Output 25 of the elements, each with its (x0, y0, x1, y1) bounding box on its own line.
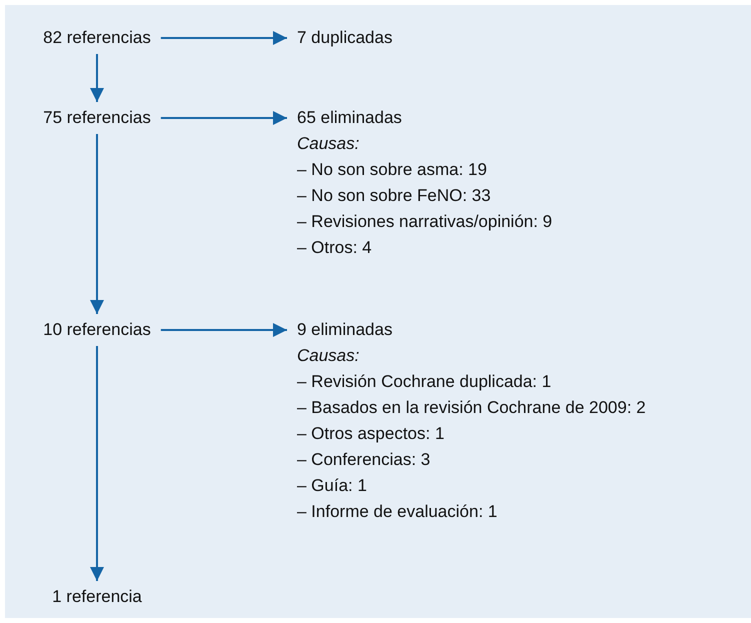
arrow (90, 54, 104, 102)
causes-heading: Causas: (297, 133, 360, 155)
cause-item: – Revisión Cochrane duplicada: 1 (297, 371, 552, 393)
arrow (160, 111, 287, 125)
arrow (90, 346, 104, 581)
cause-item: – No son sobre FeNO: 33 (297, 185, 492, 207)
step-label: 10 referencias (43, 317, 151, 343)
cause-item: – Guía: 1 (297, 475, 368, 497)
arrow (160, 323, 287, 337)
step-label: 7 duplicadas (297, 25, 392, 51)
excluded-count: 65 eliminadas (297, 107, 403, 129)
cause-item: – Revisiones narrativas/opinión: 9 (297, 211, 552, 233)
cause-item: – Conferencias: 3 (297, 449, 432, 471)
cause-item: – Basados en la revisión Cochrane de 2009: 2 (297, 397, 646, 419)
step-label: 75 referencias (43, 105, 151, 131)
excluded-count: 9 eliminadas (297, 319, 394, 341)
arrow (90, 134, 104, 314)
cause-item: – Otros aspectos: 1 (297, 423, 446, 445)
step-label: 82 referencias (43, 25, 151, 51)
cause-item: – Informe de evaluación: 1 (297, 501, 498, 523)
step-label: 1 referencia (52, 584, 142, 610)
causes-heading: Causas: (297, 345, 360, 367)
arrow (160, 31, 287, 45)
cause-item: – Otros: 4 (297, 237, 373, 259)
cause-item: – No son sobre asma: 19 (297, 159, 488, 181)
